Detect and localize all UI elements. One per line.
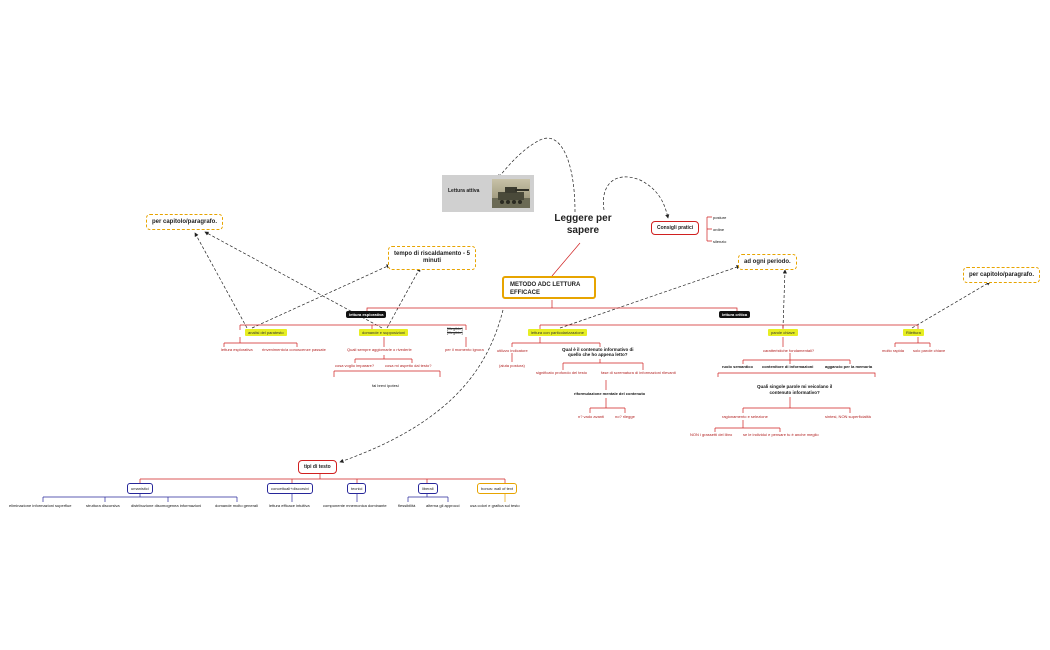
tipi-node[interactable]: tipi di testo <box>298 460 337 474</box>
lettura-critica-node[interactable]: lettura critica <box>719 311 751 318</box>
parole-chiave-question-line1: Quali singole parole mi veicolano il <box>757 384 833 389</box>
analisi-child-1: lettura esplorativa <box>221 347 253 352</box>
rilettura-child-1: molto rapida <box>882 348 905 353</box>
link-rilettura-percap <box>911 281 991 329</box>
analisi-child-2: rinvenimento/a conoscenze passate <box>262 347 326 352</box>
particolarizzazione-question-line2: quello che ho appena letto? <box>568 352 628 357</box>
domande-sub: Quali sempre aggiornarle o rivederle <box>347 347 412 352</box>
callout-tempo-line2: minuti <box>423 258 442 264</box>
wall-of-text-child-1: usa colori e grafica sul testo <box>470 503 520 508</box>
particolarizzazione-question-line1: Qual è il contenuto informativo di <box>562 347 634 352</box>
link-metodo-tipi <box>339 309 504 463</box>
rilettura-node[interactable]: Rilettura <box>903 329 924 336</box>
link-analisi-percap <box>194 232 248 329</box>
domande-child-1: cosa voglio imparare? <box>335 363 375 368</box>
callout-tempo[interactable]: tempo di riscaldamento - 5 minuti <box>388 246 477 270</box>
link-particolarizzazione-adogni <box>559 265 741 329</box>
lettura-attiva-node[interactable]: Lettura attiva <box>442 175 534 212</box>
callout-per-capitolo-left[interactable]: per capitolo/paragrafo. <box>146 214 224 230</box>
parole-chiave-sub: caratteristiche fondamentali? <box>763 348 815 353</box>
lettura-attiva-label: Lettura attiva <box>448 188 480 194</box>
tipi-item-tecnici[interactable]: tecnici <box>347 483 367 494</box>
parole-chiave-child-2: contenitore di informazioni <box>762 364 814 369</box>
particolarizzazione-child-a: utilizzo indicatore <box>497 348 528 353</box>
particolarizzazione-child-2: fase di scrematura di informazioni rilev… <box>601 370 676 375</box>
scarabocchio-node[interactable]: [illegible] [illegible] <box>447 327 463 335</box>
parole-chiave-child3-1: NON i grassetti del libro <box>690 432 733 437</box>
parole-chiave-question-line2: contenuto informativo? <box>769 390 820 395</box>
metodo-line1: METODO ADC LETTURA <box>510 282 581 288</box>
scarabocchio-child: per il momento ignora <box>445 347 484 352</box>
scarabocchio-line2: [illegible] <box>447 330 463 335</box>
parole-chiave-child-3: aggancio per la memoria <box>825 364 873 369</box>
central-title[interactable]: Leggere per sapere <box>548 213 618 237</box>
particolarizzazione-child-1: significato profondo del testo <box>536 370 587 375</box>
parole-chiave-node[interactable]: parole chiave <box>768 329 798 336</box>
callout-tempo-line1: tempo di riscaldamento - 5 <box>394 251 471 257</box>
concettuali-child-1: lettura efficace intuitiva <box>269 503 310 508</box>
link-domande-percap <box>204 231 383 329</box>
consigli-item-ordine: ordine <box>713 227 725 232</box>
tank-image <box>492 179 530 208</box>
rilettura-child-2: solo parole chiave <box>913 348 946 353</box>
tipi-item-liberali[interactable]: liberali <box>418 483 438 494</box>
link-leggere-consigli <box>603 176 670 219</box>
particolarizzazione-question: Qual è il contenuto informativo di quell… <box>562 347 634 357</box>
tecnici-child-1: componente mnemonica dominante <box>323 503 387 508</box>
parole-chiave-child3-2: se le individui e pensare tu è anche meg… <box>743 432 819 437</box>
parole-chiave-child2-2: sintesi, NON superficialità <box>825 414 871 419</box>
consigli-node[interactable]: Consigli pratici <box>651 221 700 235</box>
umanistici-child-2: struttura discorsiva <box>86 503 120 508</box>
particolarizzazione-child-a-sub: (aiuta postura) <box>499 363 525 368</box>
particolarizzazione-node[interactable]: lettura con particolarizzazione <box>528 329 587 336</box>
central-title-line1: Leggere per <box>554 213 612 224</box>
umanistici-child-4: domande molto generali <box>215 503 258 508</box>
metodo-node[interactable]: METODO ADC LETTURA EFFICACE <box>502 276 596 299</box>
tipi-item-concettuali[interactable]: concettuali+discorsivi <box>267 483 313 494</box>
riformulazione-child-2: no? rilegge <box>615 414 635 419</box>
domande-child-2: cosa mi aspetto dal testo? <box>385 363 432 368</box>
riformulazione: riformulazione mentale del contenuto <box>574 391 646 396</box>
tipi-item-wall-of-text[interactable]: bonus: wall of text <box>477 483 518 494</box>
metodo-line2: EFFICACE <box>510 290 540 296</box>
link-analisi-tempo <box>251 264 391 329</box>
analisi-node[interactable]: analisi del paratesto <box>245 329 287 336</box>
link-domande-tempo <box>386 267 421 329</box>
callout-per-capitolo-right[interactable]: per capitolo/paragrafo. <box>963 267 1041 283</box>
umanistici-child-1: eliminazione informazioni superflue <box>9 503 72 508</box>
link-parole-adogni <box>782 269 787 329</box>
umanistici-child-3: distribuzione disomogenea informazioni <box>131 503 202 508</box>
riformulazione-child-1: n? vado avanti <box>578 414 605 419</box>
scarabocchio-line1: [illegible] <box>447 326 463 331</box>
consigli-item-silenzio: silenzio <box>713 239 727 244</box>
domande-node[interactable]: domande e supposizioni <box>359 329 409 336</box>
callout-ad-ogni-periodo[interactable]: ad ogni periodo. <box>738 254 797 270</box>
tipi-item-umanistici[interactable]: umanistici <box>127 483 153 494</box>
lettura-esplorativa-node[interactable]: lettura esplorativa <box>346 311 387 318</box>
domande-footer: fai brevi ipotesi <box>372 383 399 388</box>
link-leggere-lettura-attiva <box>497 137 576 213</box>
parole-chiave-child2-1: ragionamento e selezione <box>722 414 768 419</box>
parole-chiave-child-1: ruolo semantico <box>722 364 753 369</box>
liberali-child-1: flessibilità <box>398 503 416 508</box>
liberali-child-2: alterna gli approcci <box>426 503 460 508</box>
consigli-item-posture: posture <box>713 215 727 220</box>
central-title-line2: sapere <box>566 225 600 236</box>
parole-chiave-question: Quali singole parole mi veicolano il con… <box>757 384 832 396</box>
